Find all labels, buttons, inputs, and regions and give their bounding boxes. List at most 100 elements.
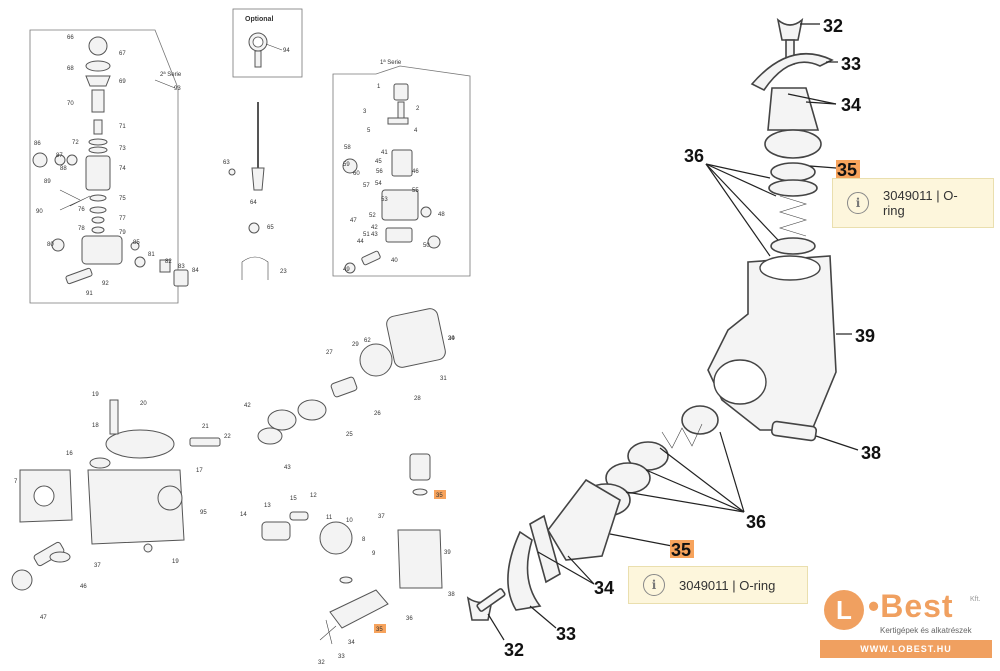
label: 52 [369,213,376,219]
callout-36-bottom[interactable]: 36 [746,512,766,532]
label: 15 [290,496,297,502]
callout-34-top[interactable]: 34 [841,95,861,115]
optional-assembly: Optional 94 [232,8,303,78]
tooltip-text: 3049011 | O-ring [883,188,958,218]
label: 69 [119,79,126,85]
lower-center-assembly: 24 25 26 27 28 29 30 31 42 43 62 10 11 1… [240,308,455,666]
label: 8 [362,537,366,543]
callout-35-bottom-highlight[interactable]: 35 [671,540,691,560]
label: 85 [133,240,140,246]
label: 95 [200,510,207,516]
label: 43 [371,232,378,238]
label: 27 [326,350,333,356]
label: 77 [119,216,126,222]
label: 2 [416,106,420,112]
right-assembly: 1ª Serie 1 2 3 4 5 40 41 42 43 44 45 46 … [332,59,471,277]
label: 48 [438,212,445,218]
callout-39[interactable]: 39 [855,326,875,346]
lobest-logo[interactable]: L •Best Kft. Kertigépek és alkatrészek W… [820,586,992,660]
part-tooltip-top[interactable]: i 3049011 | O-ring [832,178,994,228]
callout-33-top[interactable]: 33 [841,54,861,74]
label: 55 [412,188,419,194]
label: 4 [414,128,418,134]
label: 43 [284,465,291,471]
callout-33-bottom[interactable]: 33 [556,624,576,644]
label: 24 [448,336,455,342]
label: 91 [86,291,93,297]
label: 13 [264,503,271,509]
large-callout-labels: 32 33 34 36 38 39 36 34 32 33 35 35 [504,16,881,660]
lower-center-labels: 24 25 26 27 28 29 30 31 42 43 62 10 11 1… [240,336,455,666]
label: 87 [56,153,63,159]
label: 7 [14,479,18,485]
small-highlight-35[interactable]: 35 [436,493,443,499]
label: 81 [148,252,155,258]
info-icon: i [847,192,869,214]
info-icon: i [643,574,665,596]
label: 89 [44,179,51,185]
small-highlight-35-lower[interactable]: 35 [376,627,383,633]
label: 14 [240,512,247,518]
label: 3 [363,109,367,115]
label: 79 [119,230,126,236]
label: 72 [72,140,79,146]
logo-url: WWW.LOBEST.HU [820,640,992,658]
center-parts: 63 64 65 23 [223,102,287,280]
label: 68 [67,66,74,72]
label: 70 [67,101,74,107]
label: 83 [178,264,185,270]
upper-left-labels: 66 67 68 69 70 71 72 73 74 75 76 77 78 7… [34,35,199,297]
optional-title: Optional [245,16,273,23]
label: 41 [381,150,388,156]
label: 26 [374,411,381,417]
label: 88 [60,166,67,172]
large-callout-leaders [487,23,859,641]
label: 76 [78,207,85,213]
label: 34 [348,640,355,646]
upper-left-assembly: 2ª Serie 66 67 68 69 70 71 [29,29,199,304]
label: 93 [174,86,181,92]
label: 9 [372,551,376,557]
label: 78 [78,226,85,232]
callout-35-top-highlight[interactable]: 35 [837,160,857,180]
label: 62 [364,338,371,344]
label: 47 [40,615,47,621]
callout-36-top[interactable]: 36 [684,146,704,166]
label: 82 [165,259,172,265]
callout-32-top[interactable]: 32 [823,16,843,36]
callout-34-bottom[interactable]: 34 [594,578,614,598]
label: 32 [318,660,325,666]
part-tooltip-bottom[interactable]: i 3049011 | O-ring [628,566,808,604]
label: 23 [280,269,287,275]
label: 66 [67,35,74,41]
label: 74 [119,166,126,172]
label: 22 [224,434,231,440]
label: 54 [375,181,382,187]
label: 75 [119,196,126,202]
label: 1 [377,84,381,90]
label: 73 [119,146,126,152]
label: 16 [66,451,73,457]
label: 25 [346,432,353,438]
right-box-labels: 1 2 3 4 5 40 41 42 43 44 45 46 47 48 49 … [343,84,445,273]
label: 39 [444,550,451,556]
label: 21 [202,424,209,430]
label: 51 [363,232,370,238]
label: 65 [267,225,274,231]
label: 92 [102,281,109,287]
label: 12 [310,493,317,499]
label: 42 [371,225,378,231]
logo-mark: L [824,590,864,630]
label: 33 [338,654,345,660]
label: 63 [223,160,230,166]
label: 5 [367,128,371,134]
callout-32-bottom[interactable]: 32 [504,640,524,660]
label: 60 [353,171,360,177]
label: 49 [343,267,350,273]
series-1-title: 1ª Serie [380,59,402,66]
label: 86 [34,141,41,147]
label: 45 [375,159,382,165]
callout-38[interactable]: 38 [861,443,881,463]
label: 20 [140,401,147,407]
label: 90 [36,209,43,215]
